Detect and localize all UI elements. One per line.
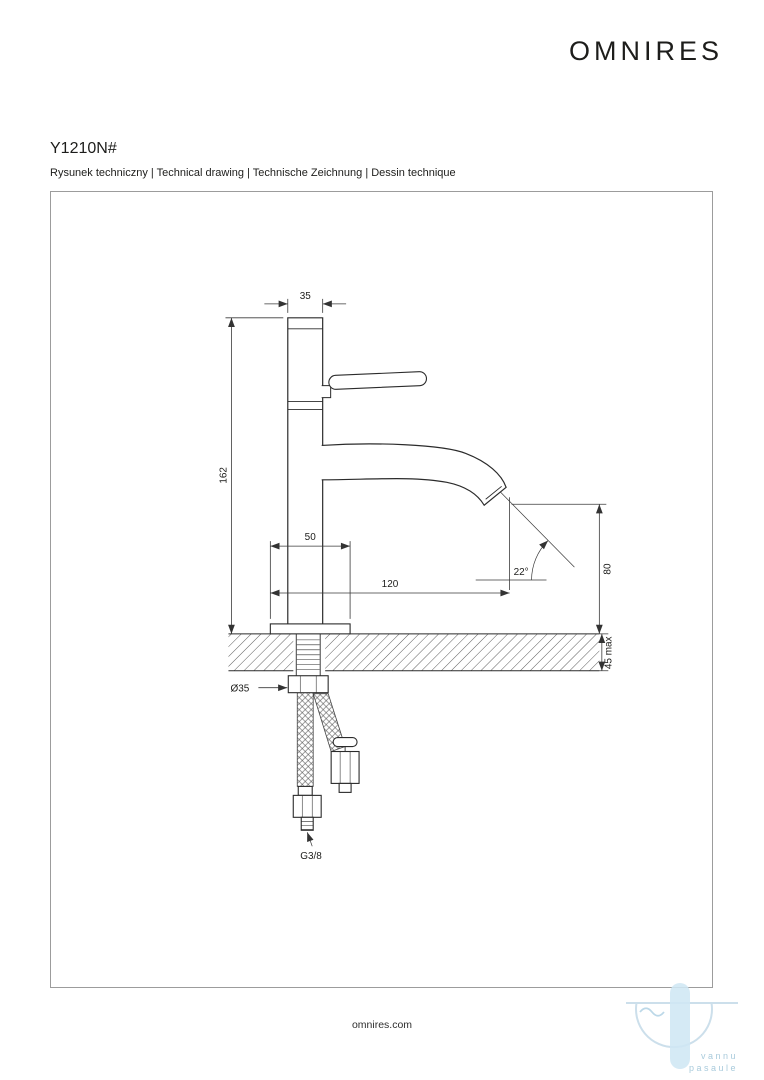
- footer-website: omnires.com: [351, 1019, 413, 1031]
- dim-label-connection-thread: G3/8: [300, 851, 322, 862]
- shutoff-valve: [330, 737, 360, 793]
- dim-label-outlet-height: 80: [602, 563, 613, 575]
- dim-spout-reach: 120: [270, 497, 511, 597]
- dim-deck-thickness: 45 max: [598, 633, 614, 672]
- dim-label-height: 162: [218, 467, 229, 484]
- watermark-wave: [639, 1007, 665, 1017]
- dim-label-top-width: 35: [300, 291, 312, 302]
- dim-label-base-width: 50: [305, 532, 317, 543]
- connection-nut: [292, 785, 322, 831]
- dim-label-spout-reach: 120: [382, 579, 399, 590]
- dim-label-stream-angle: 22°: [514, 567, 529, 578]
- drawing-subtitle: Rysunek techniczny | Technical drawing |…: [50, 167, 456, 179]
- drawing-frame: 35 162 50 120 22°: [50, 191, 713, 988]
- aerator-line: [485, 485, 502, 500]
- faucet-body: [269, 317, 351, 635]
- dim-top-width: 35: [264, 291, 347, 313]
- base-flange: [269, 623, 351, 635]
- dim-outlet-height: 80: [511, 503, 613, 634]
- dim-connection-thread: G3/8: [300, 832, 322, 862]
- watermark-logo: vannu pasaule: [626, 983, 738, 1073]
- dim-height: 162: [218, 317, 284, 634]
- watermark-bar: [670, 983, 690, 1069]
- technical-drawing: 35 162 50 120 22°: [218, 291, 614, 862]
- watermark-text-line1: vannu: [701, 1051, 738, 1061]
- dim-base-width: 50: [269, 532, 351, 619]
- dim-hole-diameter: Ø35: [230, 684, 288, 695]
- product-code: Y1210N#: [50, 140, 117, 157]
- countertop: [228, 633, 600, 672]
- watermark-text-line2: pasaule: [689, 1063, 738, 1073]
- faucet-lever: [321, 371, 428, 399]
- dim-label-hole-diameter: Ø35: [230, 684, 249, 695]
- dim-label-deck-thickness: 45 max: [603, 636, 614, 669]
- mounting-shank: [287, 633, 329, 694]
- brand-logo: OMNIRES: [568, 36, 723, 66]
- faucet-spout: [321, 443, 507, 507]
- dim-stream-angle: 22°: [475, 492, 575, 581]
